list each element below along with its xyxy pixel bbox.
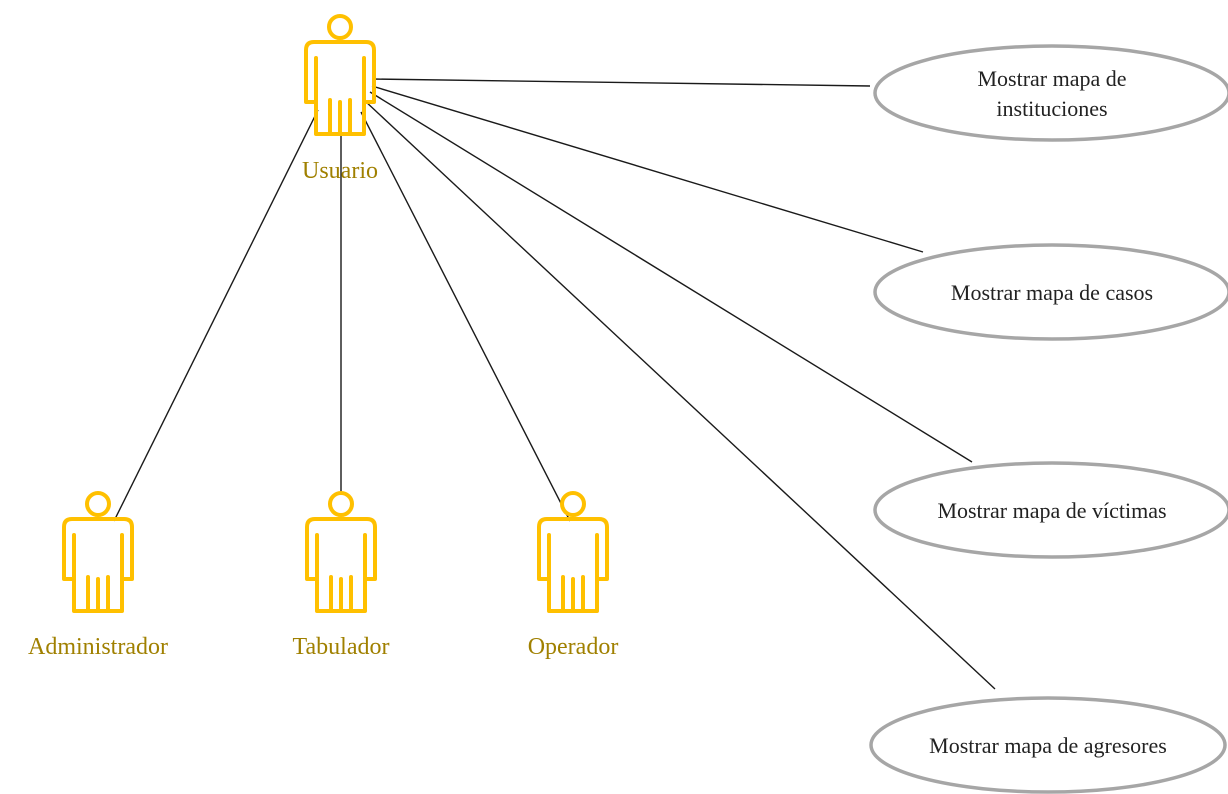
use-case-ellipse xyxy=(869,696,1227,794)
actor-label-tabulador: Tabulador xyxy=(293,634,390,660)
use-case-1[interactable]: Mostrar mapa de instituciones xyxy=(873,44,1228,142)
actor-administrador[interactable]: Administrador xyxy=(28,491,168,660)
association-line-usuario-uc3 xyxy=(369,91,973,463)
actor-icon xyxy=(62,491,134,613)
use-case-ellipse xyxy=(873,461,1228,559)
association-line-usuario-operador xyxy=(360,111,571,522)
actor-icon xyxy=(537,491,609,613)
use-case-2[interactable]: Mostrar mapa de casos xyxy=(873,243,1228,341)
actor-label-operador: Operador xyxy=(528,634,619,660)
actor-operador[interactable]: Operador xyxy=(528,491,619,660)
actor-usuario[interactable]: Usuario xyxy=(302,14,378,184)
association-line-usuario-uc4 xyxy=(363,99,996,690)
use-case-3[interactable]: Mostrar mapa de víctimas xyxy=(873,461,1228,559)
association-line-usuario-uc2 xyxy=(371,85,924,253)
actor-label-usuario: Usuario xyxy=(302,158,378,184)
use-case-label: Mostrar mapa de víctimas xyxy=(937,498,1166,523)
actor-label-administrador: Administrador xyxy=(28,634,168,660)
actor-icon xyxy=(304,14,376,136)
use-case-ellipse xyxy=(873,243,1228,341)
association-line-usuario-uc1 xyxy=(371,78,871,87)
associations-layer xyxy=(113,78,996,690)
use-case-4[interactable]: Mostrar mapa de agresores xyxy=(869,696,1227,794)
actor-tabulador[interactable]: Tabulador xyxy=(293,491,390,660)
use-case-label: instituciones xyxy=(996,96,1107,121)
association-line-usuario-administrador xyxy=(113,109,319,522)
actor-icon xyxy=(305,491,377,613)
use-case-label: Mostrar mapa de agresores xyxy=(929,733,1167,758)
use-case-ellipse xyxy=(873,44,1228,142)
use-case-label: Mostrar mapa de casos xyxy=(951,280,1153,305)
use-case-label: Mostrar mapa de xyxy=(977,66,1126,91)
